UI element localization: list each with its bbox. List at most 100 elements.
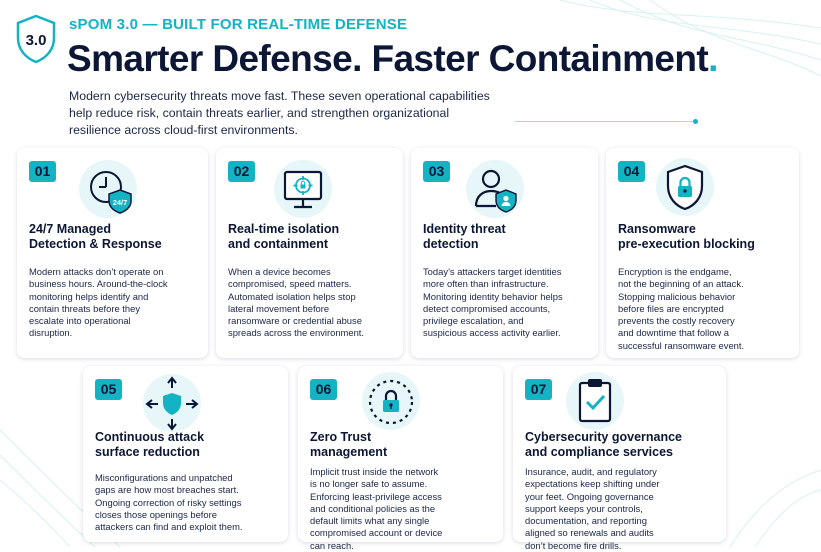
shield-lock-icon	[656, 158, 714, 216]
card-body-line: privilege escalation, and	[423, 315, 524, 327]
accent-divider	[515, 121, 695, 122]
card-body: Misconfigurations and unpatched gaps are…	[95, 472, 280, 533]
card-body-line: can reach.	[310, 539, 354, 551]
card-body-line: lateral movement before	[228, 302, 330, 314]
card-number: 01	[29, 161, 56, 182]
card-body-line: detect compromised accounts,	[423, 302, 551, 314]
card-title-line: Real-time isolation	[228, 222, 340, 236]
card-title-line: 24/7 Managed	[29, 222, 111, 236]
card-body-line: gaps are how most breaches start.	[95, 484, 239, 496]
version-badge-label: 3.0	[26, 32, 47, 49]
card-title-line: Cybersecurity governance	[525, 430, 683, 444]
card-title: Real-time isolation and containment	[228, 222, 339, 252]
card-body-line: escalate into operational	[29, 315, 131, 327]
card-body-line: expectations keep shifting under	[525, 478, 660, 490]
card-body-line: When a device becomes	[228, 266, 331, 277]
card-body-line: Today’s attackers target identities	[423, 266, 562, 277]
shield-arrows-icon	[143, 374, 201, 432]
card-body-line: attackers can find and exploit them.	[95, 521, 243, 533]
headline-accent-dot: .	[708, 38, 718, 79]
card-title-line: Ransomware	[618, 222, 696, 236]
capability-card-04: 04 Ransomware pre-execution blocking Enc…	[606, 148, 799, 358]
card-body-line: documentation, and reporting	[525, 515, 647, 527]
card-body-line: default limits what any single	[310, 515, 430, 527]
card-title-line: Identity threat	[423, 222, 506, 236]
card-body-line: compromised, speed matters.	[228, 278, 352, 290]
card-title: Ransomware pre-execution blocking	[618, 222, 755, 252]
card-body: When a device becomes compromised, speed…	[228, 266, 395, 340]
accent-divider-dot	[693, 119, 698, 124]
card-title-line: Detection & Response	[29, 237, 162, 251]
card-body-line: spreads across the environment.	[228, 327, 365, 339]
capability-card-06: 06 Zero Trust management Implicit trust …	[298, 366, 503, 551]
card-number: 03	[423, 161, 450, 182]
card-title: Continuous attack surface reduction	[95, 430, 204, 460]
capability-card-03: 03 Identity threat detection Today’s att…	[411, 148, 598, 358]
card-body-line: monitoring helps identify and	[29, 290, 149, 302]
capability-card-01: 01 24/7 24/7 Managed Detection & Respons…	[17, 148, 208, 358]
card-title-line: and containment	[228, 237, 329, 251]
card-body-line: not the beginning of an attack.	[618, 278, 744, 290]
user-shield-icon	[466, 160, 524, 218]
card-number: 05	[95, 379, 122, 400]
page-headline: Smarter Defense. Faster Containment.	[67, 38, 718, 80]
version-shield-icon: 3.0	[16, 14, 56, 64]
card-body-line: Stopping malicious behavior	[618, 290, 736, 302]
card-body: Modern attacks don’t operate on business…	[29, 266, 200, 340]
card-body-line: disruption.	[29, 327, 73, 339]
card-body-line: is no longer safe to assume.	[310, 478, 428, 490]
card-body-line: Ongoing correction of risky settings	[95, 496, 242, 508]
card-body-line: prevents the costly recovery	[618, 315, 735, 327]
card-body-line: aligned so renewals and audits	[525, 527, 654, 539]
capability-card-02: 02 Real-time isolation and containment W…	[216, 148, 403, 358]
card-body-line: compromised account or device	[310, 527, 443, 539]
card-body-line: Implicit trust inside the network	[310, 466, 439, 477]
card-body-line: ransomware or credential abuse	[228, 315, 362, 327]
card-number: 04	[618, 161, 645, 182]
card-body-line: Misconfigurations and unpatched	[95, 472, 233, 483]
card-body-line: Encryption is the endgame,	[618, 266, 732, 277]
card-body-line: suspicious access activity earlier.	[423, 327, 561, 339]
card-title-line: pre-execution blocking	[618, 237, 755, 251]
card-body-line: support keeps your controls,	[525, 502, 643, 514]
clipboard-check-icon	[566, 372, 624, 430]
card-body-line: don’t become fire drills.	[525, 539, 622, 551]
icon-badge-label: 24/7	[113, 198, 128, 207]
card-body-line: Insurance, audit, and regulatory	[525, 466, 657, 477]
capability-card-07: 07 Cybersecurity governance and complian…	[513, 366, 726, 551]
card-body-line: and downtime that follow a	[618, 327, 730, 339]
card-title: Zero Trust management	[310, 430, 387, 460]
monitor-crosshair-icon	[274, 160, 332, 218]
card-title: Identity threat detection	[423, 222, 506, 252]
card-number: 06	[310, 379, 337, 400]
card-body-line: contain threats before they	[29, 302, 141, 314]
card-body-line: Monitoring identity behavior helps	[423, 290, 563, 302]
intro-line: resilience across cloud-first environmen…	[69, 123, 298, 137]
card-body-line: and conditional policies as the	[310, 502, 436, 514]
card-title: 24/7 Managed Detection & Response	[29, 222, 162, 252]
card-title-line: Continuous attack	[95, 430, 205, 444]
card-title-line: detection	[423, 237, 479, 251]
card-number: 02	[228, 161, 255, 182]
card-body: Encryption is the endgame, not the begin…	[618, 266, 791, 352]
card-title: Cybersecurity governance and compliance …	[525, 430, 682, 460]
card-body: Implicit trust inside the network is no …	[310, 466, 495, 552]
card-body: Today’s attackers target identities more…	[423, 266, 590, 340]
intro-line: help reduce risk, contain threats earlie…	[69, 106, 450, 120]
card-body-line: before files are encrypted	[618, 302, 724, 314]
card-body-line: successful ransomware event.	[618, 339, 745, 351]
card-body-line: Modern attacks don’t operate on	[29, 266, 164, 277]
card-body-line: closes those openings before	[95, 508, 217, 520]
card-body-line: Automated isolation helps stop	[228, 290, 356, 302]
card-body-line: Enforcing least-privilege access	[310, 490, 442, 502]
card-title-line: and compliance services	[525, 445, 673, 459]
eyebrow-text: sPOM 3.0 — BUILT FOR REAL-TIME DEFENSE	[69, 16, 408, 33]
card-body-line: your feet. Ongoing governance	[525, 490, 654, 502]
capability-card-05: 05 Continuous attack surface reduction M…	[83, 366, 288, 542]
clock-shield-icon: 24/7	[79, 160, 137, 218]
intro-paragraph: Modern cybersecurity threats move fast. …	[69, 88, 509, 139]
card-body-line: more often than infrastructure.	[423, 278, 549, 290]
card-body-line: business hours. Around-the-clock	[29, 278, 168, 290]
card-title-line: surface reduction	[95, 445, 200, 459]
lock-ring-icon	[362, 372, 420, 430]
